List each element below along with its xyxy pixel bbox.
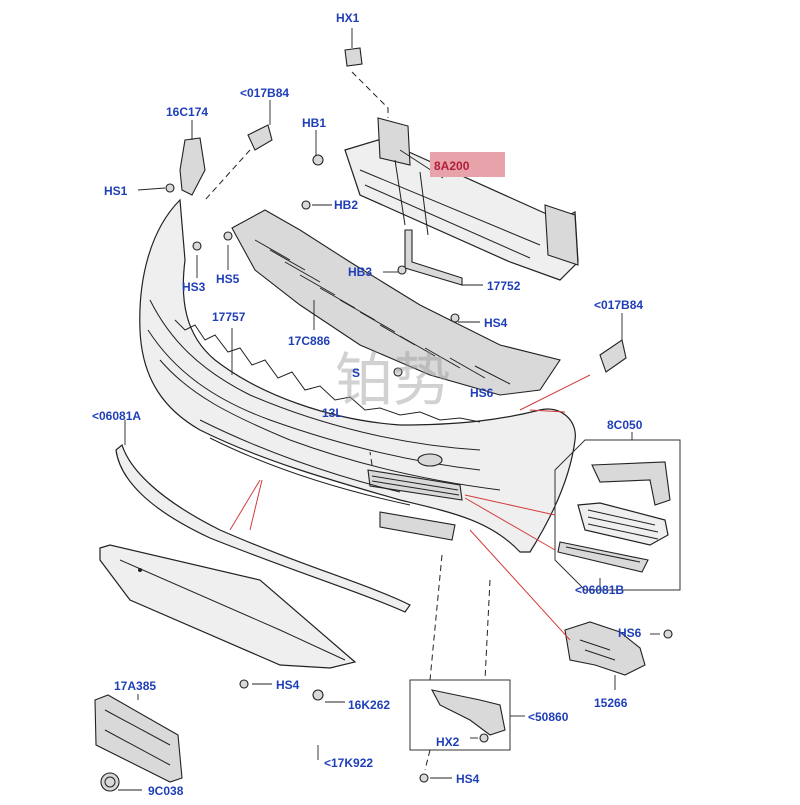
fasteners [100, 154, 673, 792]
label-hb3: HB3 [348, 265, 372, 279]
sensor-017b84-right [599, 339, 627, 373]
label-hx2: HX2 [436, 735, 460, 749]
label-15266: 15266 [594, 696, 628, 710]
reinforcement-beam [344, 117, 579, 281]
fastener-hx1 [344, 47, 363, 67]
label-17757: 17757 [212, 310, 246, 324]
label-16c174: 16C174 [166, 105, 208, 119]
leader-lines [118, 28, 660, 791]
side-bracket-15266 [564, 621, 646, 676]
bracket-17752 [404, 229, 463, 286]
label-13l-partial: 13L [322, 406, 343, 420]
label-hs1: HS1 [104, 184, 128, 198]
bracket-16c174 [179, 137, 206, 196]
lower-panel [99, 544, 357, 669]
grille-box [554, 439, 681, 591]
label-hb2: HB2 [334, 198, 358, 212]
label-8a200: 8A200 [434, 159, 470, 173]
label-017b84-right: <017B84 [594, 298, 643, 312]
label-06081a: <06081A [92, 409, 141, 423]
label-hs6-partial: HS6 [470, 386, 494, 400]
label-50860: <50860 [528, 710, 569, 724]
label-hb1: HB1 [302, 116, 326, 130]
callout-labels: HX1 <017B84 16C174 HB1 8A200 HS1 HB2 HS3… [92, 11, 643, 798]
label-hs4-mid: HS4 [276, 678, 300, 692]
label-s-partial: S [352, 366, 360, 380]
label-17a385: 17A385 [114, 679, 156, 693]
lower-strip [115, 443, 411, 613]
tow-cover-box [409, 679, 511, 751]
label-hs4-bottom: HS4 [456, 772, 480, 786]
label-16k262: 16K262 [348, 698, 390, 712]
label-hs6: HS6 [618, 626, 642, 640]
label-hx1: HX1 [336, 11, 360, 25]
label-017b84-top: <017B84 [240, 86, 289, 100]
label-8c050: 8C050 [607, 418, 643, 432]
bumper-cover [139, 198, 576, 553]
sensor-017b84-top [247, 124, 273, 151]
reference-lines [229, 374, 591, 641]
label-9c038: 9C038 [148, 784, 184, 798]
label-06081b: <06081B [575, 583, 624, 597]
license-plate [94, 694, 183, 783]
label-hs3: HS3 [182, 280, 206, 294]
watermark: 铂势 [335, 346, 451, 414]
undertray [231, 209, 561, 396]
highlight-8a200 [430, 152, 505, 177]
label-hs5: HS5 [216, 272, 240, 286]
label-17752: 17752 [487, 279, 521, 293]
label-17k922: <17K922 [324, 756, 373, 770]
label-hs4-top: HS4 [484, 316, 508, 330]
label-17c886: 17C886 [288, 334, 330, 348]
